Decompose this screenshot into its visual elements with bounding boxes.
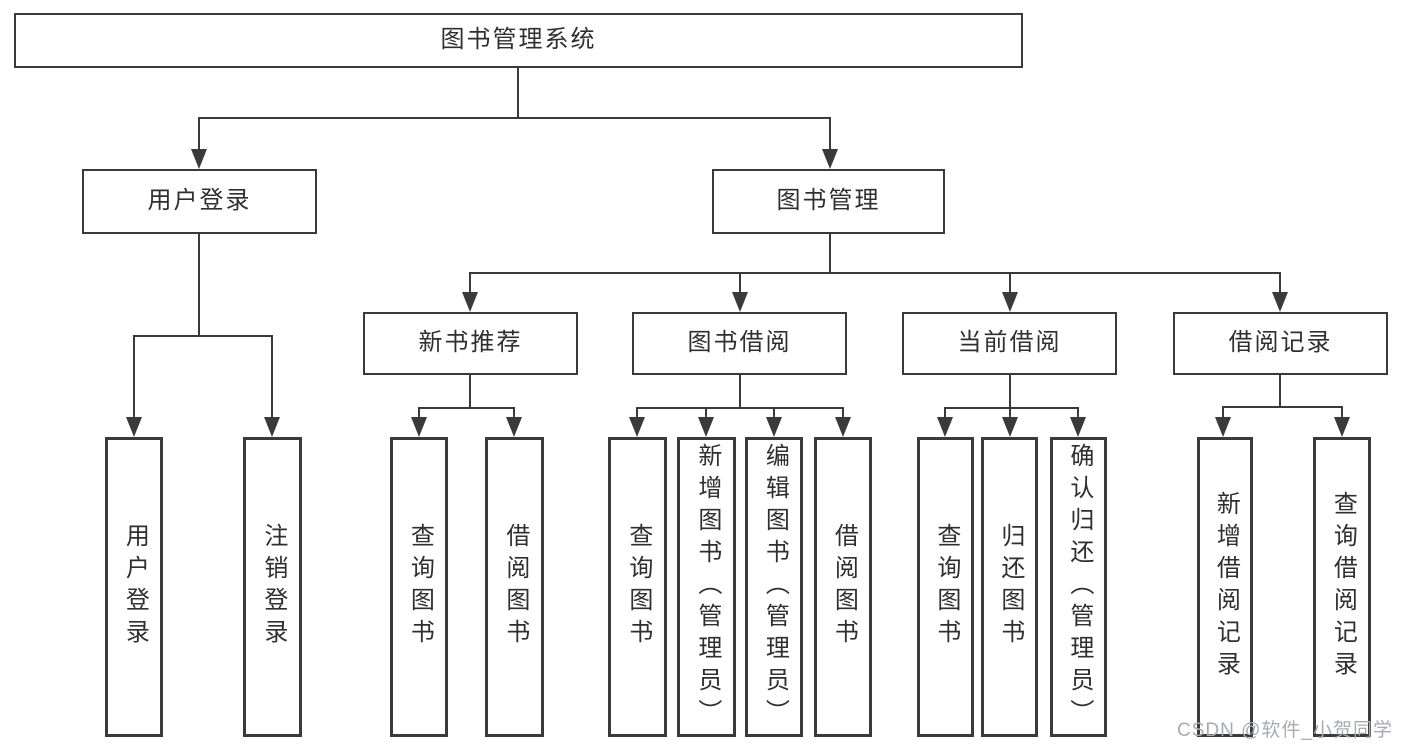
arrowhead-down-icon	[1272, 292, 1288, 312]
arrowhead-down-icon	[1334, 417, 1350, 437]
connector-segment	[705, 407, 707, 420]
connector-segment	[517, 68, 519, 119]
connector-segment	[418, 407, 420, 420]
leaf-borrow-books-2-label: 借阅图书	[830, 523, 858, 651]
connector-segment	[1009, 407, 1011, 420]
node-root: 图书管理系统	[14, 13, 1023, 68]
node-book-management-label: 图书管理	[776, 187, 881, 215]
arrowhead-down-icon	[506, 417, 522, 437]
csdn-watermark: CSDN @软件_小贺同学	[1177, 720, 1393, 741]
leaf-confirm-return-admin: 确认归还（管理员）	[1050, 437, 1107, 737]
arrowhead-down-icon	[411, 417, 427, 437]
node-current-borrowing: 当前借阅	[902, 312, 1117, 375]
node-root-label: 图书管理系统	[440, 26, 597, 54]
connector-segment	[636, 407, 844, 409]
arrowhead-down-icon	[462, 292, 478, 312]
leaf-borrow-books-2: 借阅图书	[814, 437, 872, 737]
arrowhead-down-icon	[264, 417, 280, 437]
node-borrowing-records: 借阅记录	[1173, 312, 1388, 375]
connector-segment	[739, 375, 741, 408]
connector-segment	[1279, 272, 1281, 296]
leaf-query-books-1: 查询图书	[390, 437, 448, 737]
arrowhead-down-icon	[835, 417, 851, 437]
leaf-borrow-books-1: 借阅图书	[485, 437, 544, 737]
connector-segment	[1222, 406, 1343, 408]
node-new-book-recommend: 新书推荐	[363, 312, 578, 375]
connector-segment	[1222, 406, 1224, 420]
leaf-add-borrow-record: 新增借阅记录	[1197, 437, 1253, 737]
node-current-borrowing-label: 当前借阅	[957, 329, 1062, 357]
arrowhead-down-icon	[698, 417, 714, 437]
leaf-query-books-2-label: 查询图书	[624, 523, 652, 651]
connector-segment	[469, 375, 471, 408]
leaf-confirm-return-admin-label: 确认归还（管理员）	[1065, 443, 1093, 731]
node-book-borrowing-label: 图书借阅	[687, 329, 792, 357]
connector-segment	[1341, 406, 1343, 420]
leaf-query-books-3-label: 查询图书	[932, 523, 960, 651]
connector-segment	[133, 335, 135, 420]
arrowhead-down-icon	[732, 292, 748, 312]
leaf-add-books-admin: 新增图书（管理员）	[677, 437, 736, 737]
leaf-edit-books-admin: 编辑图书（管理员）	[745, 437, 803, 737]
arrowhead-down-icon	[126, 417, 142, 437]
arrowhead-down-icon	[1002, 292, 1018, 312]
leaf-user-login-label: 用户登录	[121, 523, 149, 651]
connector-segment	[199, 117, 831, 119]
leaf-add-books-admin-label: 新增图书（管理员）	[693, 443, 721, 731]
arrowhead-down-icon	[937, 417, 953, 437]
connector-segment	[1279, 375, 1281, 407]
arrowhead-down-icon	[1215, 417, 1231, 437]
leaf-user-login: 用户登录	[105, 437, 163, 737]
connector-segment	[1009, 272, 1011, 296]
connector-segment	[1077, 407, 1079, 420]
node-user-login: 用户登录	[82, 169, 317, 234]
arrowhead-down-icon	[1070, 417, 1086, 437]
leaf-query-borrow-record-label: 查询借阅记录	[1329, 491, 1357, 683]
arrowhead-down-icon	[191, 149, 207, 169]
leaf-add-borrow-record-label: 新增借阅记录	[1212, 491, 1240, 683]
leaf-query-borrow-record: 查询借阅记录	[1313, 437, 1371, 737]
connector-segment	[133, 335, 273, 337]
leaf-query-books-2: 查询图书	[608, 437, 667, 737]
node-book-borrowing: 图书借阅	[632, 312, 847, 375]
node-user-login-label: 用户登录	[147, 187, 252, 215]
connector-segment	[944, 407, 1079, 409]
arrowhead-down-icon	[822, 149, 838, 169]
connector-segment	[198, 234, 200, 337]
connector-segment	[842, 407, 844, 420]
node-book-management: 图书管理	[712, 169, 945, 234]
leaf-query-books-1-label: 查询图书	[406, 523, 434, 651]
connector-segment	[944, 407, 946, 420]
connector-segment	[418, 407, 515, 409]
arrowhead-down-icon	[1002, 417, 1018, 437]
leaf-return-books: 归还图书	[981, 437, 1038, 737]
leaf-logout: 注销登录	[243, 437, 302, 737]
connector-segment	[198, 117, 200, 152]
leaf-query-books-3: 查询图书	[917, 437, 974, 737]
connector-segment	[271, 335, 273, 420]
leaf-borrow-books-1-label: 借阅图书	[501, 523, 529, 651]
connector-segment	[739, 272, 741, 296]
arrowhead-down-icon	[766, 417, 782, 437]
connector-segment	[773, 407, 775, 420]
leaf-return-books-label: 归还图书	[996, 523, 1024, 651]
connector-segment	[829, 117, 831, 152]
connector-segment	[1009, 375, 1011, 408]
connector-segment	[636, 407, 638, 420]
connector-segment	[513, 407, 515, 420]
leaf-edit-books-admin-label: 编辑图书（管理员）	[761, 443, 789, 731]
node-borrowing-records-label: 借阅记录	[1228, 329, 1333, 357]
leaf-logout-label: 注销登录	[259, 523, 287, 651]
arrowhead-down-icon	[629, 417, 645, 437]
connector-segment	[469, 272, 1281, 274]
connector-segment	[829, 234, 831, 274]
connector-segment	[469, 272, 471, 296]
node-new-book-recommend-label: 新书推荐	[418, 329, 523, 357]
